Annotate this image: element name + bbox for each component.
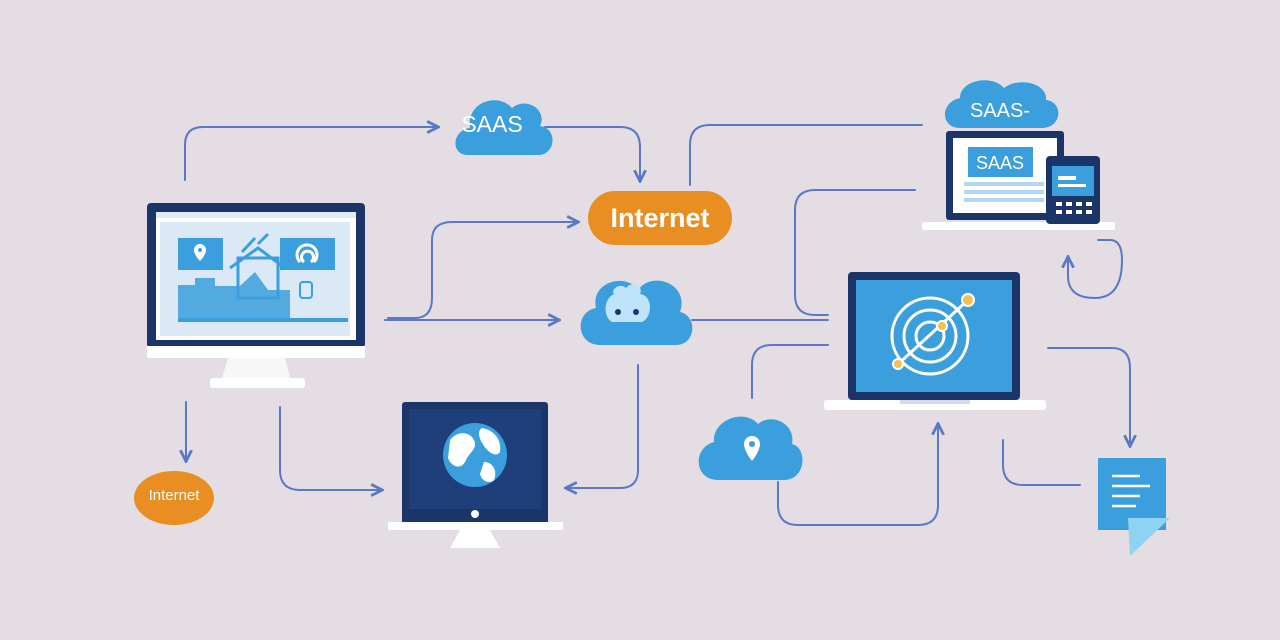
internet-small-label: Internet: [149, 487, 201, 504]
laptop-phone-icon: SAAS: [922, 131, 1115, 230]
connector-laptop-to-laptop-phone: [794, 189, 916, 316]
connectors: [184, 124, 1130, 526]
connector-laptop-to-document: [1047, 347, 1130, 445]
saas-cloud-top: SAAS: [455, 100, 553, 155]
globe-monitor-icon: [388, 402, 563, 548]
connector-desktop-to-internet: [387, 222, 577, 319]
internet-main-label: Internet: [610, 203, 709, 233]
internet-small-pill: Internet: [134, 471, 214, 525]
saas-cloud-right-label: SAAS-: [970, 100, 1030, 122]
connector-saas-to-internet: [544, 126, 640, 180]
connector-desktop-to-globe-monitor: [279, 406, 381, 490]
document-icon: [1098, 458, 1170, 556]
connector-cloud-to-globe-monitor: [567, 364, 639, 488]
desktop-monitor-icon: [147, 203, 365, 388]
cloud-icon: [580, 280, 693, 345]
laptop-radar-icon: [824, 272, 1046, 410]
connector-loop-laptop-phone: [1068, 239, 1124, 300]
connector-loop-to-laptop: [777, 425, 938, 526]
connector-desktop-to-saas: [184, 127, 437, 181]
connector-internet-to-saas-right: [689, 124, 923, 186]
saas-top-label: SAAS: [461, 111, 522, 137]
cloud-pin-icon: [698, 416, 803, 480]
saas-cloud-right: SAAS-: [945, 80, 1059, 128]
saas-screen-label: SAAS: [976, 153, 1024, 173]
internet-main-pill: Internet: [588, 191, 732, 245]
connector-pin-cloud-to-laptop: [751, 344, 829, 399]
connector-laptop-to-document-lower: [1002, 439, 1081, 486]
